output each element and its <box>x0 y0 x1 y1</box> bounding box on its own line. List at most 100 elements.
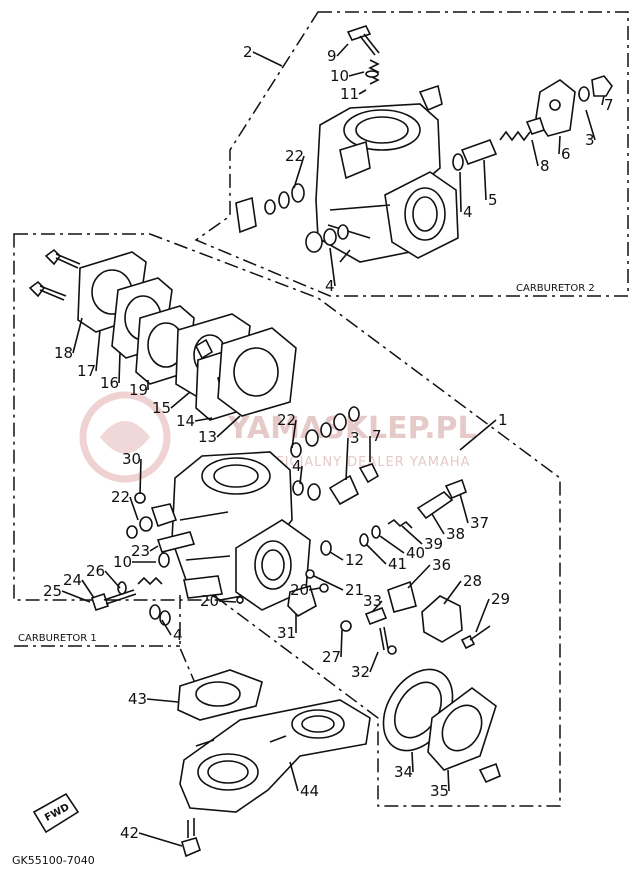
callout-leader-20 <box>218 600 237 603</box>
callout-7: 7 <box>372 427 382 445</box>
callout-leader-41 <box>365 543 387 565</box>
callout-leader-4 <box>329 247 336 287</box>
callout-leader-43 <box>146 698 179 703</box>
callout-31: 31 <box>277 624 296 642</box>
callout-13: 13 <box>198 428 217 446</box>
callout-leader-3 <box>345 437 349 481</box>
callout-1: 1 <box>498 411 508 429</box>
callout-leader-26 <box>104 570 121 589</box>
carburetor-1-cover-stack <box>28 248 297 421</box>
callout-44: 44 <box>300 782 319 800</box>
callout-2: 2 <box>243 43 253 61</box>
callout-3: 3 <box>585 131 595 149</box>
callout-10: 10 <box>330 67 349 85</box>
callout-33: 33 <box>363 592 382 610</box>
callout-22: 22 <box>277 411 296 429</box>
carburetor-1-body <box>150 451 311 611</box>
watermark-logo-mark <box>100 421 150 454</box>
callout-leader-18 <box>72 317 83 354</box>
callout-leader-9 <box>336 43 349 57</box>
carburetor-2-boundary: CARBURETOR 2 <box>194 11 629 297</box>
callout-leader-28 <box>443 580 462 605</box>
callout-26: 26 <box>86 562 105 580</box>
callout-leader-2 <box>252 51 283 67</box>
intake-manifold <box>177 669 371 858</box>
callout-20: 20 <box>200 592 219 610</box>
forward-direction-mark: FWD <box>32 792 80 834</box>
callout-39: 39 <box>424 535 443 553</box>
callout-10: 10 <box>113 553 132 571</box>
callout-leader-44 <box>289 761 299 792</box>
carburetor-2-body <box>235 84 459 263</box>
callout-leader-16 <box>118 351 121 384</box>
callout-leader-4 <box>299 465 303 485</box>
callout-18: 18 <box>54 344 73 362</box>
callout-leader-4 <box>459 171 462 213</box>
callout-leader-36 <box>407 564 431 589</box>
callout-28: 28 <box>463 572 482 590</box>
callout-leader-24 <box>81 579 95 599</box>
callout-7: 7 <box>604 96 614 114</box>
callout-3: 3 <box>350 429 360 447</box>
callout-40: 40 <box>406 544 425 562</box>
callout-23: 23 <box>131 542 150 560</box>
callout-leader-10 <box>348 71 365 77</box>
callout-leader-23 <box>149 545 159 552</box>
callout-leader-7 <box>601 95 605 106</box>
callout-20: 20 <box>290 581 309 599</box>
callout-leader-1 <box>459 419 497 451</box>
callout-42: 42 <box>120 824 139 842</box>
callout-36: 36 <box>432 556 451 574</box>
callout-leader-12 <box>329 551 344 561</box>
callout-leader-20 <box>308 587 321 591</box>
callout-25: 25 <box>43 582 62 600</box>
carburetor-2-small-parts <box>264 25 613 253</box>
watermark-tagline: OFICJALNY DEALER YAMAHA <box>265 455 471 470</box>
callout-19: 19 <box>129 381 148 399</box>
callout-leader-11 <box>358 89 367 95</box>
callout-8: 8 <box>540 157 550 175</box>
callout-leader-35 <box>447 769 450 792</box>
watermark-logo-ring <box>79 391 171 483</box>
callout-30: 30 <box>122 450 141 468</box>
callout-16: 16 <box>100 374 119 392</box>
callout-leader-8 <box>531 139 539 167</box>
callout-24: 24 <box>63 571 82 589</box>
callout-leader-4 <box>161 619 172 636</box>
callout-37: 37 <box>470 514 489 532</box>
callout-12: 12 <box>345 551 364 569</box>
callout-leader-22 <box>129 496 139 521</box>
callout-leader-21 <box>313 575 344 591</box>
callout-9: 9 <box>327 47 337 65</box>
callout-41: 41 <box>388 555 407 573</box>
drawing-code: GK55100-7040 <box>12 854 95 867</box>
callout-27: 27 <box>322 648 341 666</box>
carburetor-2-label: CARBURETOR 2 <box>516 283 595 294</box>
callout-leader-14 <box>194 417 213 422</box>
callout-11: 11 <box>340 85 359 103</box>
callout-leader-17 <box>95 329 101 372</box>
callout-leader-29 <box>475 598 490 633</box>
callout-32: 32 <box>351 663 370 681</box>
callout-29: 29 <box>491 590 510 608</box>
callout-14: 14 <box>176 412 195 430</box>
callout-leader-39 <box>401 525 423 545</box>
callout-leader-5 <box>483 159 487 201</box>
callout-leader-25 <box>61 590 91 603</box>
callout-leader-38 <box>431 513 445 535</box>
callout-22: 22 <box>111 488 130 506</box>
callout-21: 21 <box>345 581 364 599</box>
callout-6: 6 <box>561 145 571 163</box>
carburetor-1-label: CARBURETOR 1 <box>18 633 97 644</box>
callout-4: 4 <box>292 457 302 475</box>
callout-leader-37 <box>459 493 469 524</box>
callout-34: 34 <box>394 763 413 781</box>
callout-leader-13 <box>216 415 241 438</box>
callout-leader-40 <box>379 535 405 554</box>
callout-leader-34 <box>411 751 414 773</box>
callout-leader-22 <box>291 419 297 449</box>
callout-17: 17 <box>77 362 96 380</box>
callout-leader-3 <box>585 109 596 141</box>
